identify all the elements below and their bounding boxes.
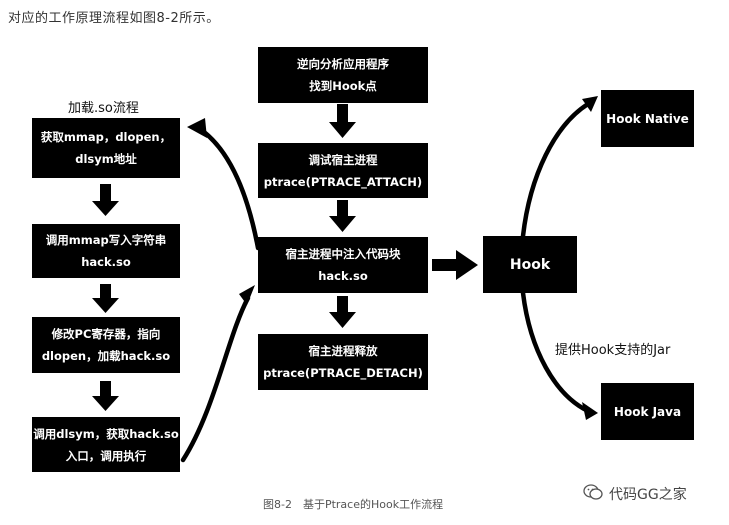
center-box-2-line-2: ptrace(PTRACE_ATTACH): [263, 174, 423, 189]
left-box-1: 获取mmap，dlopen， dlsym地址: [32, 118, 180, 178]
center-box-4-line-1: 宿主进程释放: [308, 344, 378, 358]
down-arrow-center-3: [329, 296, 356, 328]
right-arrow-to-hook: [432, 250, 478, 280]
left-box-3: 修改PC寄存器，指向 dlopen，加载hack.so: [32, 317, 180, 373]
right-caption: 提供Hook支持的Jar: [555, 343, 671, 358]
center-box-4-line-2: ptrace(PTRACE_DETACH): [263, 366, 423, 380]
down-arrow-left-1: [92, 184, 119, 216]
curve-from-left-bottom: [180, 295, 251, 463]
center-box-1: 逆向分析应用程序 找到Hook点: [258, 47, 428, 103]
watermark: 代码GG之家: [583, 484, 687, 504]
center-box-3-line-2: hack.so: [318, 269, 368, 283]
left-box-4: 调用dlsym，获取hack.so 入口，调用执行: [32, 417, 180, 472]
center-box-3-line-1: 宿主进程中注入代码块: [285, 247, 401, 261]
left-box-3-line-2: dlopen，加载hack.so: [41, 349, 171, 363]
figure-caption: 图8-2 基于Ptrace的Hook工作流程: [263, 498, 444, 511]
left-box-2-line-1: 调用mmap写入字符串: [45, 233, 167, 247]
down-arrow-left-2: [92, 284, 119, 313]
left-box-4-line-1: 调用dlsym，获取hack.so: [33, 426, 179, 441]
center-box-1-line-2: 找到Hook点: [309, 79, 377, 93]
center-box-2: 调试宿主进程 ptrace(PTRACE_ATTACH): [258, 143, 428, 198]
left-box-4-line-2: 入口，调用执行: [65, 448, 147, 463]
wechat-icon: [583, 484, 603, 504]
arrowhead-to-left-top: [187, 118, 207, 138]
left-box-1-line-1: 获取mmap，dlopen，: [40, 130, 172, 144]
left-box-2-line-2: hack.so: [81, 255, 131, 269]
center-box-4: 宿主进程释放 ptrace(PTRACE_DETACH): [258, 334, 428, 390]
curve-to-left-top: [197, 126, 261, 251]
hook-box-label: Hook: [509, 256, 551, 273]
center-box-1-line-1: 逆向分析应用程序: [297, 57, 389, 71]
down-arrow-center-1: [329, 104, 356, 138]
down-arrow-center-2: [329, 200, 356, 232]
hook-native-box: Hook Native: [601, 90, 694, 147]
center-box-2-line-1: 调试宿主进程: [308, 152, 378, 167]
arrowhead-from-bottom: [239, 285, 255, 305]
hook-box: Hook: [483, 236, 577, 293]
watermark-text: 代码GG之家: [609, 487, 687, 503]
center-box-3: 宿主进程中注入代码块 hack.so: [258, 237, 428, 293]
hook-java-label: Hook Java: [613, 404, 682, 419]
curve-to-native: [520, 101, 591, 239]
left-column-caption: 加载.so流程: [68, 101, 139, 116]
intro-text: 对应的工作原理流程如图8-2所示。: [8, 11, 220, 26]
down-arrow-left-3: [92, 381, 119, 411]
left-box-2: 调用mmap写入字符串 hack.so: [32, 224, 180, 278]
left-box-1-line-2: dlsym地址: [75, 152, 137, 166]
left-box-3-line-1: 修改PC寄存器，指向: [51, 327, 161, 341]
curve-to-java: [520, 290, 591, 414]
hook-java-box: Hook Java: [601, 383, 694, 440]
hook-native-label: Hook Native: [606, 111, 689, 126]
